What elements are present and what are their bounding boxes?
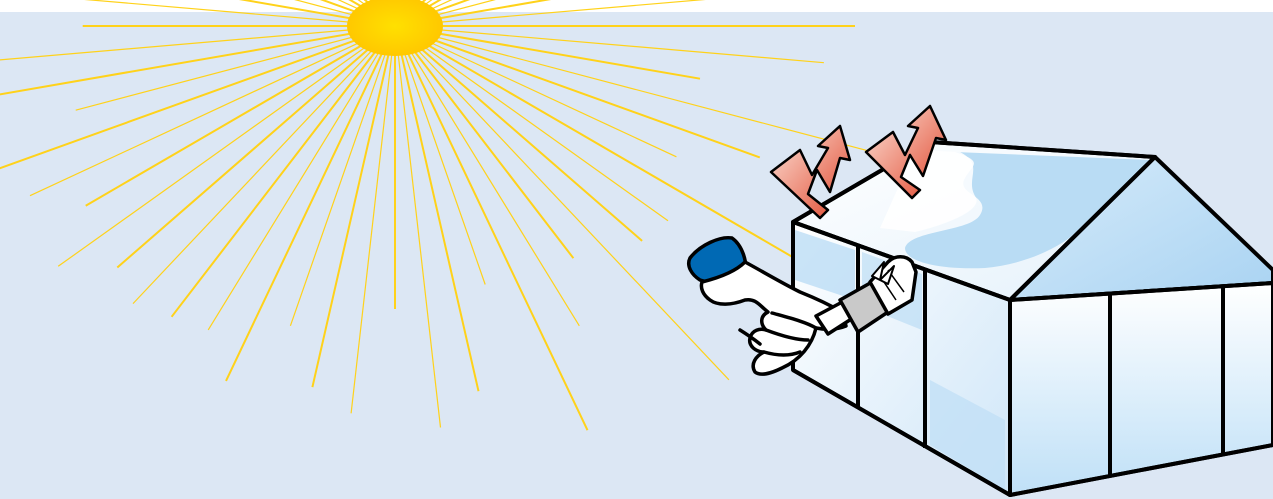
top-white-band	[0, 0, 1273, 12]
